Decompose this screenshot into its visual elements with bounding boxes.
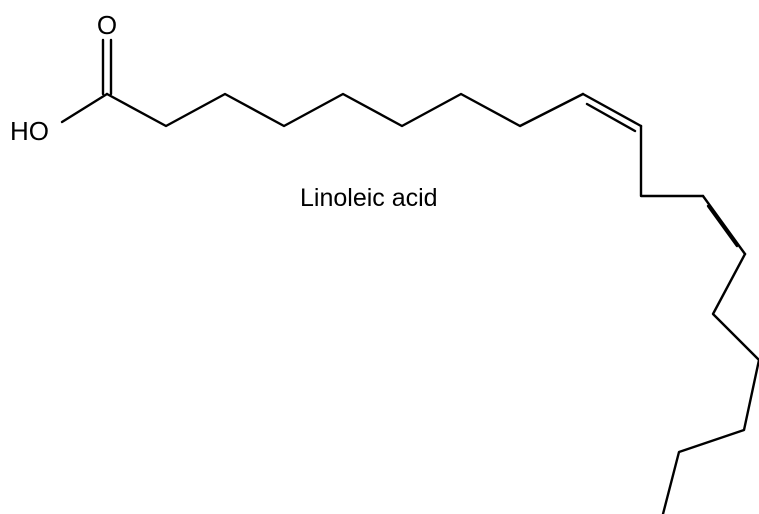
hydroxyl-label: HO — [10, 116, 49, 146]
carbon-chain-bis-allylic — [639, 124, 705, 198]
double-bond-1-inner — [585, 102, 637, 133]
carboxyl-group: O HO — [10, 10, 117, 146]
cis-double-bond-1 — [581, 92, 643, 133]
carbonyl-oxygen-label: O — [97, 10, 117, 40]
molecule-name-label: Linoleic acid — [300, 184, 438, 212]
carbon-chain-tail — [661, 252, 759, 514]
cis-double-bond-2 — [701, 194, 747, 256]
hydroxyl-bond — [60, 92, 109, 124]
double-bond-2-outer — [701, 194, 747, 256]
double-bond-2-inner — [706, 204, 739, 248]
carbon-chain-saturated-1 — [105, 92, 585, 128]
double-bond-1-outer — [581, 92, 643, 128]
